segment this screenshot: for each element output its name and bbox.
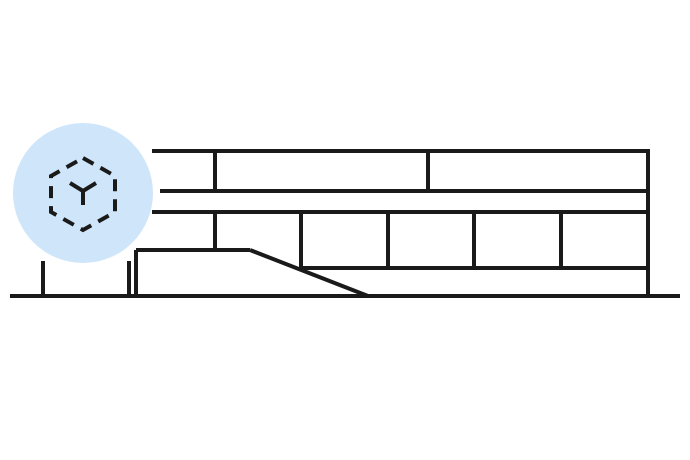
cube-badge [13, 123, 153, 263]
dashed-cube-icon [49, 155, 117, 233]
building-outline [10, 149, 680, 298]
ramp-slope [249, 248, 369, 298]
